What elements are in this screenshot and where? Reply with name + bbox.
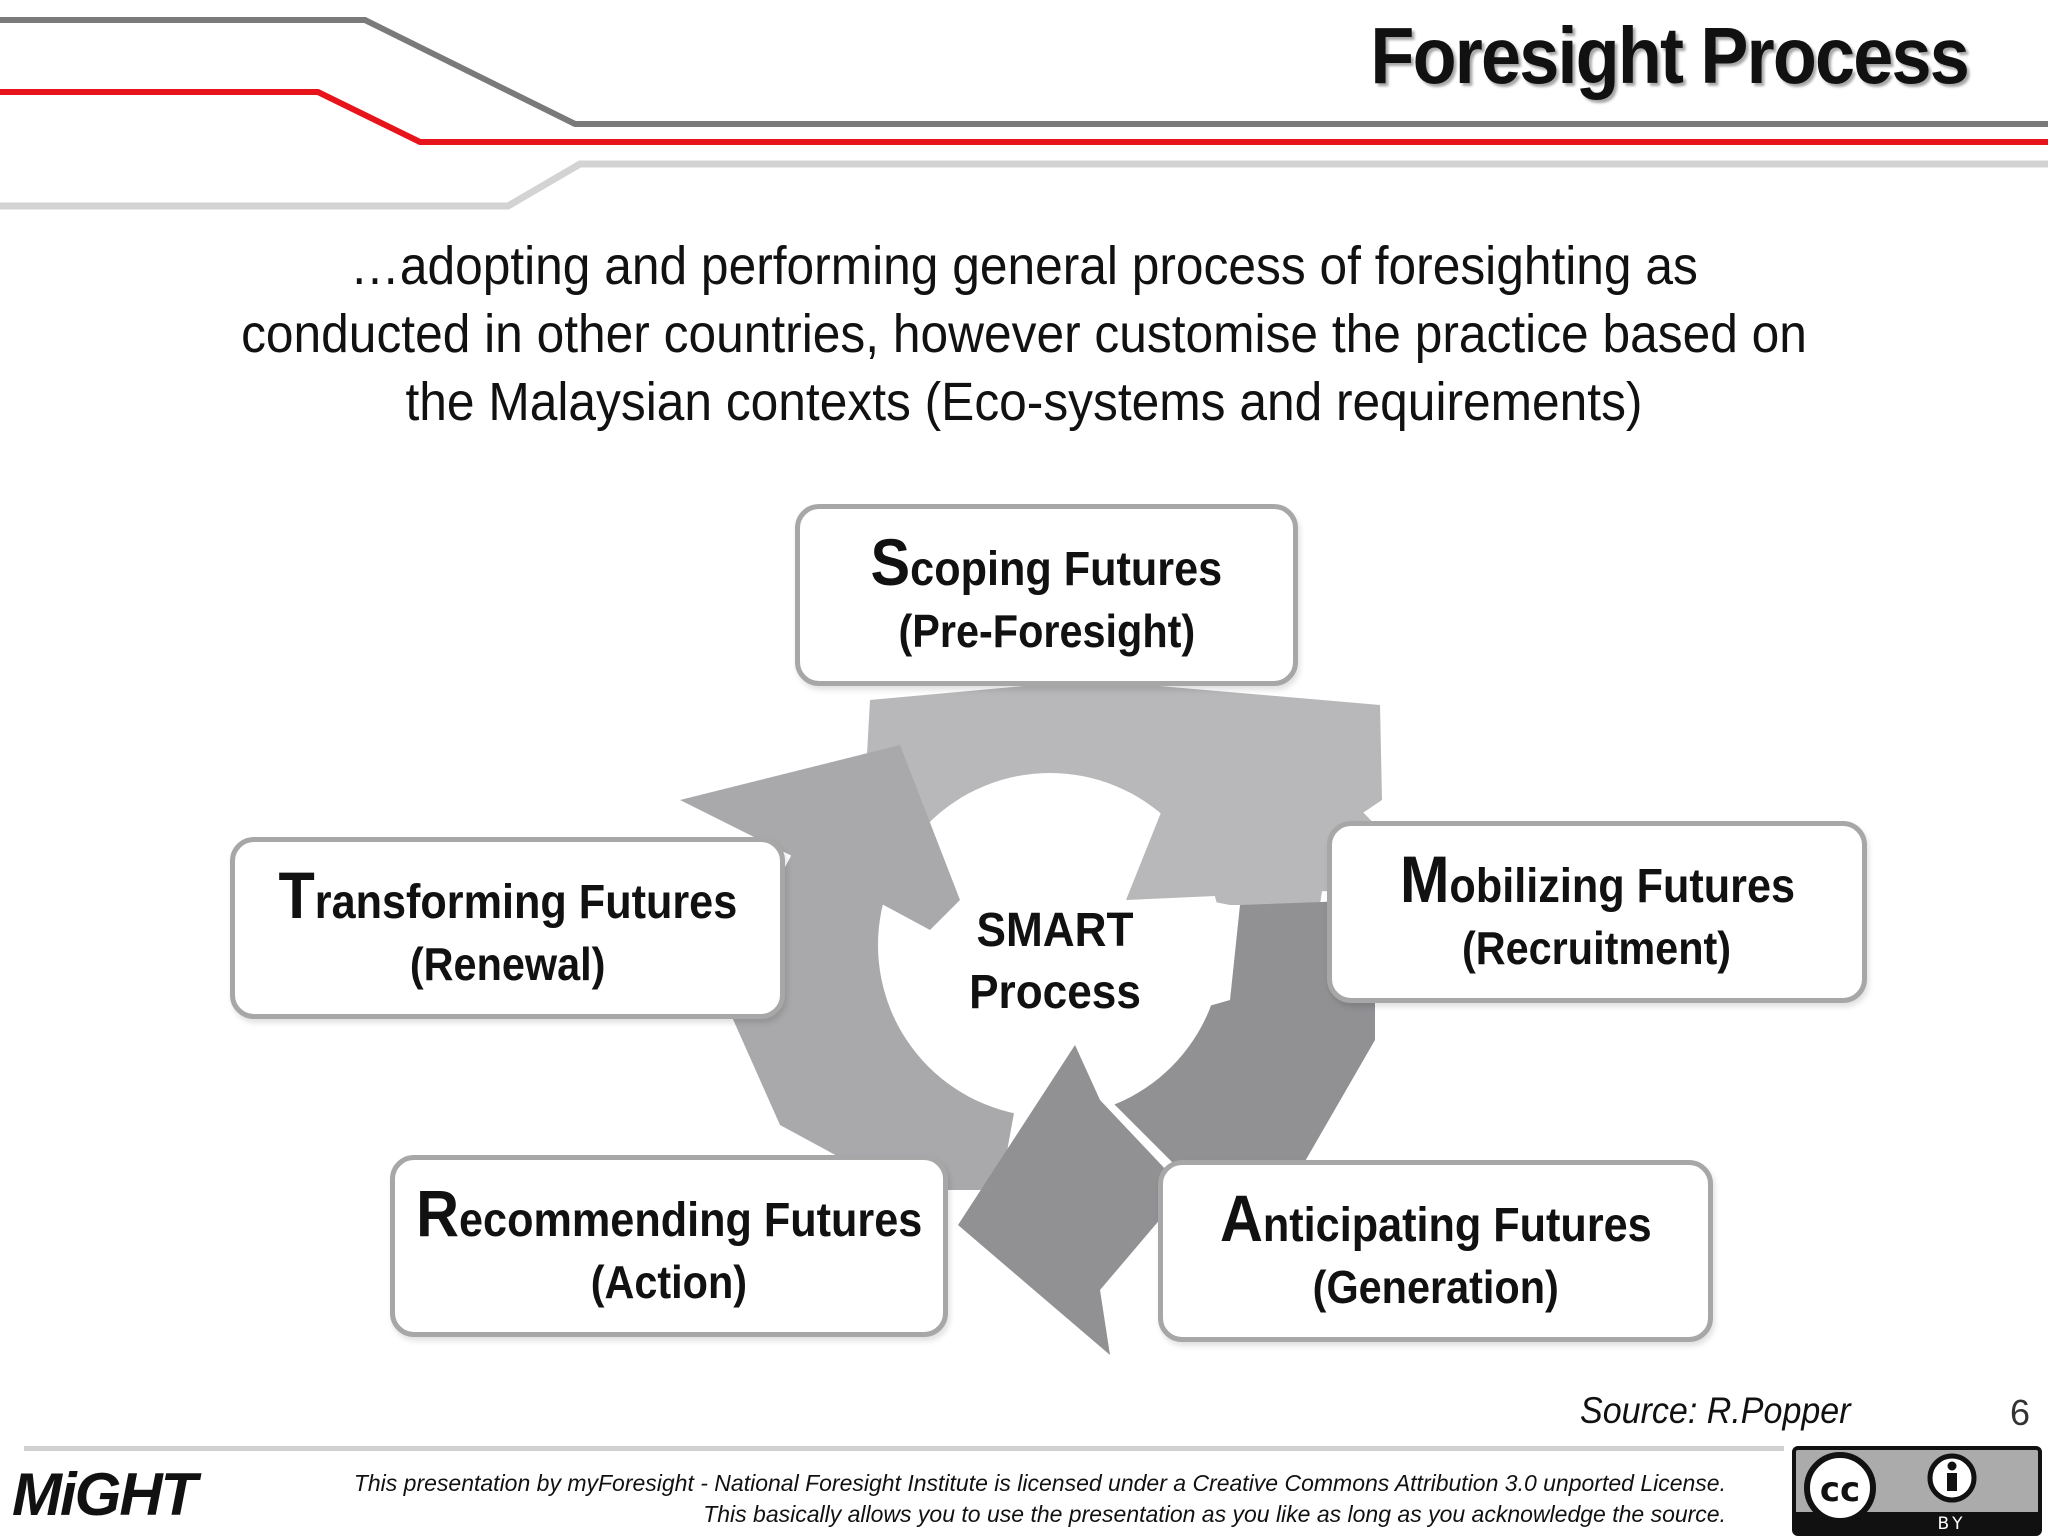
page-number: 6 [2009, 1392, 2030, 1433]
stage-name: obilizing Futures [1448, 860, 1795, 913]
by-label: BY [1937, 1514, 1966, 1534]
license-notice: This presentation by myForesight - Natio… [326, 1468, 1726, 1530]
stage-phase: (Pre-Foresight) [898, 605, 1195, 657]
cc-icon-text: cc [1820, 1470, 1860, 1510]
stage-name: ecommending Futures [458, 1194, 923, 1247]
cc-icon [1804, 1452, 1876, 1524]
stage-recommending: Recommending Futures (Action) [390, 1155, 948, 1337]
arrowhead-bottom [958, 1045, 1185, 1355]
slide-subtitle: …adopting and performing general process… [241, 236, 1807, 432]
stage-phase: (Recruitment) [1462, 922, 1732, 974]
arrow-segment-right [1020, 900, 1375, 1170]
stage-initial: T [278, 858, 315, 932]
stage-initial: R [415, 1176, 459, 1250]
stage-transforming: Transforming Futures (Renewal) [230, 837, 785, 1019]
stage-initial: A [1219, 1181, 1263, 1255]
slide-title: Foresight Process [1370, 11, 1969, 100]
cc-by-badge: cc BY [1792, 1446, 2042, 1536]
might-logo: MiGHT [12, 1461, 197, 1528]
license-line-2: This basically allows you to use the pre… [703, 1501, 1726, 1527]
stage-mobilizing: Mobilizing Futures (Recruitment) [1327, 821, 1867, 1003]
stage-name: nticipating Futures [1262, 1199, 1652, 1252]
stage-anticipating: Anticipating Futures (Generation) [1158, 1160, 1713, 1342]
license-line-1: This presentation by myForesight - Natio… [353, 1470, 1726, 1496]
center-label-line2: Process [969, 966, 1141, 1019]
stage-phase: (Renewal) [409, 938, 606, 990]
center-label: SMART Process [940, 900, 1170, 1024]
center-label-line1: SMART [976, 904, 1134, 957]
stage-name: coping Futures [910, 543, 1223, 596]
header-decoration [0, 17, 2048, 210]
stage-phase: (Generation) [1312, 1261, 1559, 1313]
stage-name: ransforming Futures [314, 876, 737, 929]
stage-phase: (Action) [590, 1256, 748, 1308]
stage-initial: M [1399, 842, 1449, 916]
source-citation: Source: R.Popper [1580, 1390, 1851, 1431]
arrowhead-left [680, 745, 960, 930]
stage-initial: S [870, 525, 911, 599]
stage-scoping: Scoping Futures (Pre-Foresight) [795, 504, 1298, 686]
arrow-segment-left [720, 800, 1020, 1190]
footer-divider [24, 1446, 1784, 1451]
